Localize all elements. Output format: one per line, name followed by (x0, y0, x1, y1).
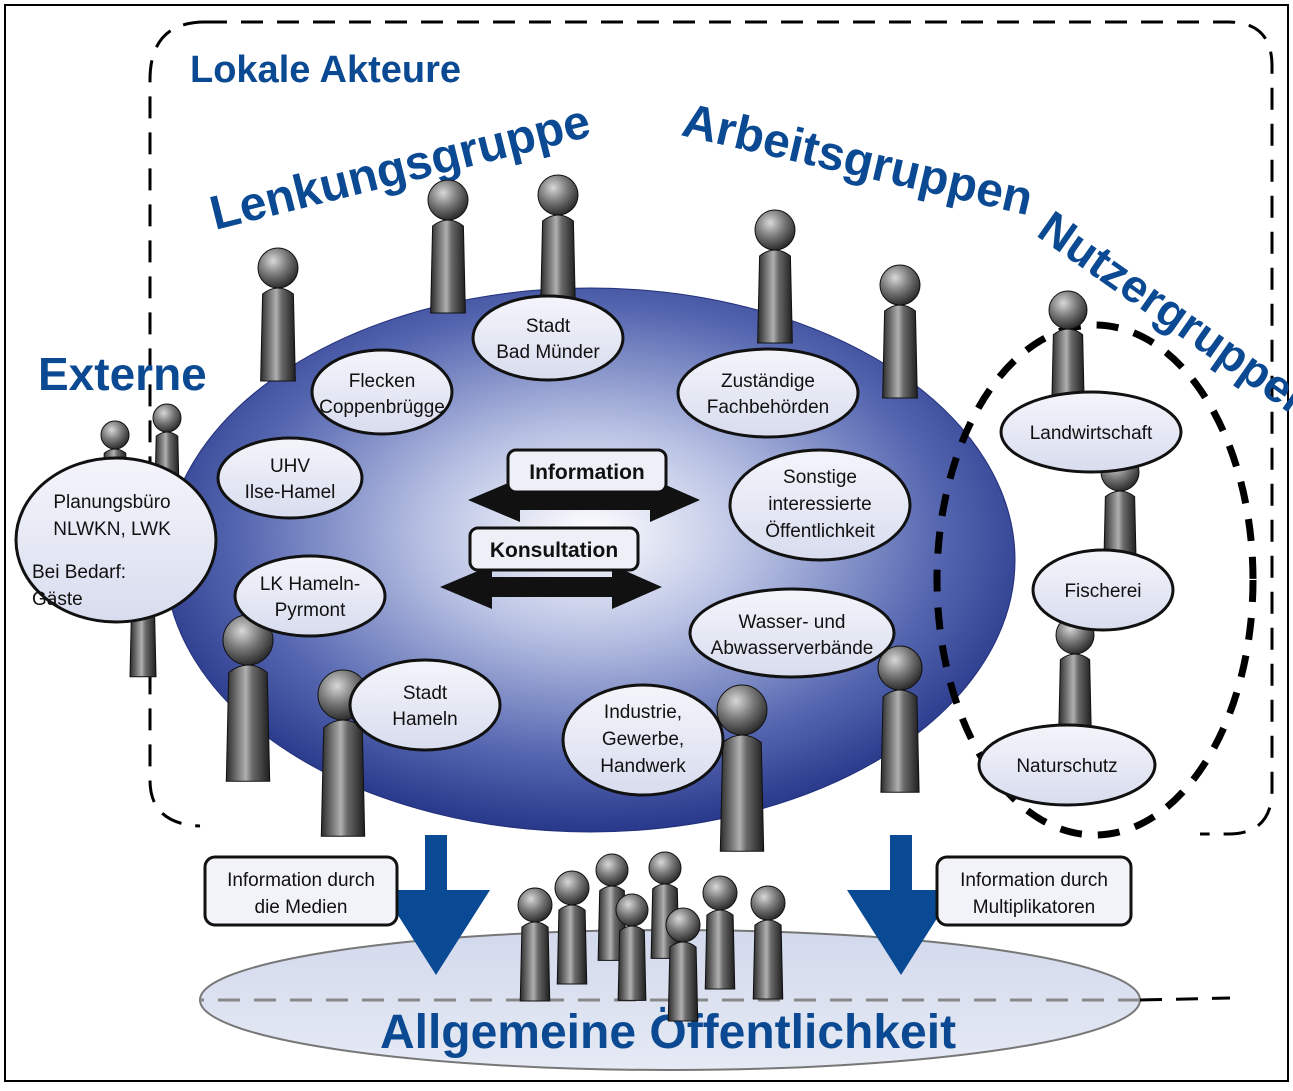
actor-sonstige-oeffentlichkeit: Sonstige interessierte Öffentlichkeit (728, 448, 912, 562)
boundary-bottom-right (1139, 996, 1231, 1002)
actor-stadt-bad-muender: Stadt Bad Münder (471, 294, 625, 382)
svg-text:Industrie,: Industrie, (604, 702, 682, 723)
person-icon (702, 875, 738, 990)
svg-text:UHV: UHV (270, 456, 310, 477)
arrow-down-medien (382, 835, 490, 975)
lokale-akteure-boundary (205, 20, 1274, 836)
svg-text:Stadt: Stadt (526, 316, 571, 337)
svg-text:Wasser- und: Wasser- und (739, 612, 846, 633)
svg-text:Naturschutz: Naturschutz (1016, 756, 1117, 777)
svg-text:Abwasserverbände: Abwasserverbände (711, 638, 874, 659)
information-arrow: Information (468, 448, 700, 522)
nutzer-fischerei: Fischerei (1031, 548, 1175, 632)
person-icon (665, 907, 701, 1022)
svg-text:Information durch: Information durch (960, 870, 1108, 891)
actor-wasser-abwasser: Wasser- und Abwasserverbände (688, 587, 896, 679)
actor-uhv-ilse-hamel: UHV Ilse-Hamel (216, 436, 364, 520)
person-icon (879, 264, 921, 399)
nutzer-naturschutz: Naturschutz (977, 723, 1157, 807)
svg-text:Flecken: Flecken (349, 371, 416, 392)
svg-text:Fischerei: Fischerei (1064, 581, 1141, 602)
person-icon (750, 885, 786, 1000)
svg-text:Gäste: Gäste (32, 589, 83, 610)
person-icon (754, 209, 796, 344)
svg-text:NLWKN, LWK: NLWKN, LWK (53, 519, 171, 540)
actor-stadt-hameln: Stadt Hameln (348, 658, 502, 752)
svg-text:Bad Münder: Bad Münder (496, 342, 600, 363)
svg-text:Fachbehörden: Fachbehörden (707, 397, 830, 418)
externe-bubble: Planungsbüro NLWKN, LWK Bei Bedarf: Gäst… (14, 456, 218, 624)
svg-text:Information durch: Information durch (227, 870, 375, 891)
svg-text:Planungsbüro: Planungsbüro (53, 492, 170, 513)
person-icon (427, 179, 469, 314)
svg-text:interessierte: interessierte (768, 494, 872, 515)
svg-text:Handwerk: Handwerk (600, 756, 686, 777)
person-icon (615, 893, 649, 1001)
svg-text:Gewerbe,: Gewerbe, (602, 729, 684, 750)
svg-text:LK Hameln-: LK Hameln- (260, 574, 360, 595)
svg-text:Zuständige: Zuständige (721, 371, 815, 392)
svg-text:Coppenbrügge: Coppenbrügge (319, 397, 445, 418)
svg-text:die Medien: die Medien (255, 897, 348, 918)
lokale-akteure-boundary-left (148, 20, 206, 828)
person-icon (648, 851, 682, 959)
actor-zustaendige-fachbehoerden: Zuständige Fachbehörden (676, 347, 860, 439)
person-icon (554, 870, 590, 985)
information-label: Information (529, 461, 645, 484)
arrow-down-multiplikatoren (847, 835, 955, 975)
actor-lk-hameln-pyrmont: LK Hameln- Pyrmont (233, 554, 387, 638)
konsultation-label: Konsultation (490, 539, 618, 562)
svg-text:Hameln: Hameln (392, 709, 457, 730)
person-icon (716, 684, 768, 852)
person-icon (537, 174, 579, 309)
svg-text:Landwirtschaft: Landwirtschaft (1030, 423, 1153, 444)
actor-flecken-coppenbruegge: Flecken Coppenbrügge (310, 348, 454, 436)
svg-text:Bei Bedarf:: Bei Bedarf: (32, 562, 126, 583)
title-lokale-akteure: Lokale Akteure (190, 49, 461, 91)
person-icon (257, 247, 299, 382)
info-box-multiplikatoren: Information durch Multiplikatoren (935, 855, 1133, 927)
person-icon (877, 645, 923, 793)
person-icon (222, 614, 274, 782)
info-box-medien: Information durch die Medien (203, 855, 399, 927)
svg-text:Ilse-Hamel: Ilse-Hamel (245, 482, 336, 503)
svg-text:Pyrmont: Pyrmont (275, 600, 346, 621)
nutzergruppen-boundary (933, 321, 1257, 839)
person-icon (1055, 615, 1095, 743)
svg-text:Öffentlichkeit: Öffentlichkeit (765, 521, 875, 542)
svg-text:Stadt: Stadt (403, 683, 448, 704)
konsultation-arrow: Konsultation (440, 526, 662, 609)
title-externe: Externe (38, 348, 207, 400)
actor-industrie-gewerbe: Industrie, Gewerbe, Handwerk (561, 683, 725, 797)
svg-text:Multiplikatoren: Multiplikatoren (973, 897, 1096, 918)
svg-text:Sonstige: Sonstige (783, 467, 857, 488)
person-icon (517, 887, 553, 1002)
nutzer-landwirtschaft: Landwirtschaft (999, 390, 1183, 474)
